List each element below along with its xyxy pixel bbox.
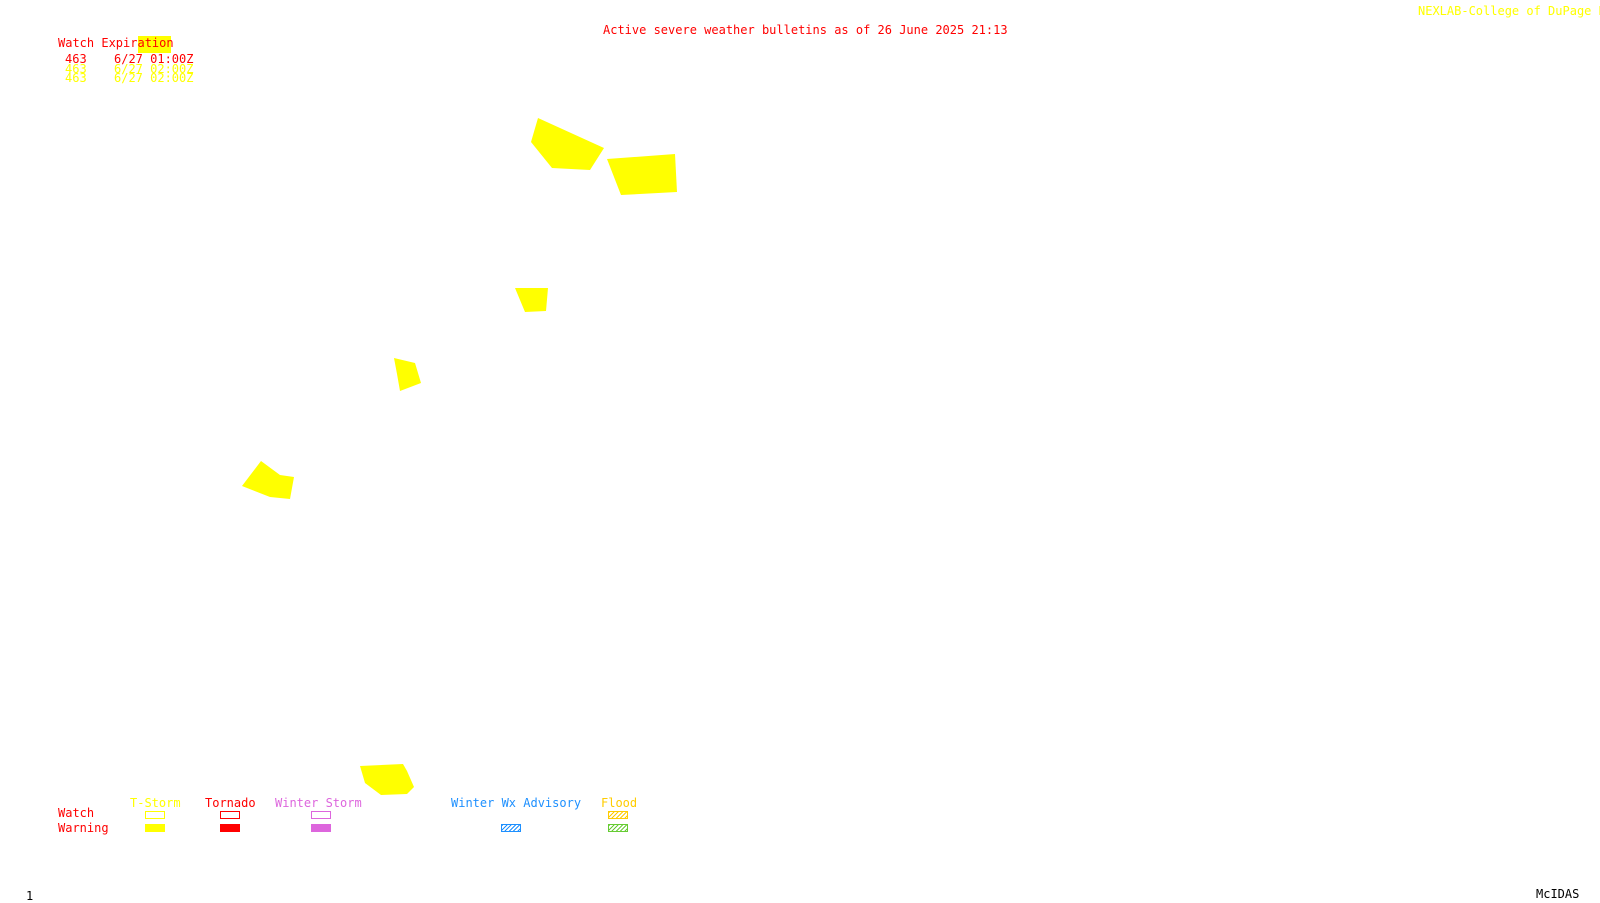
frame-number: 1 — [26, 889, 34, 903]
legend-label-tstorm: T-Storm — [130, 796, 181, 810]
tstorm-warning-swatch — [145, 824, 165, 832]
tstorm-warning-polygon[interactable] — [531, 118, 604, 170]
highlight-marker — [138, 36, 171, 53]
credit-text: NEXLAB-College of DuPage R — [1418, 4, 1600, 18]
winter-storm-warning-swatch — [311, 824, 331, 832]
flood-watch-swatch — [608, 811, 628, 819]
watch-id: 463 — [65, 71, 87, 85]
legend-label-tornado: Tornado — [205, 796, 256, 810]
watch-expires: 6/27 01:00Z — [114, 52, 194, 66]
legend-label-flood: Flood — [601, 796, 638, 810]
tstorm-warning-polygon[interactable] — [360, 764, 414, 795]
tstorm-watch-swatch — [145, 811, 165, 819]
tstorm-warning-polygon[interactable] — [242, 461, 294, 499]
winter-storm-watch-swatch — [311, 811, 331, 819]
tornado-watch-swatch — [220, 811, 240, 819]
flood-warning-swatch — [608, 824, 628, 832]
legend-watch-row-label: Watch — [58, 806, 95, 820]
bulletin-title: Active severe weather bulletins as of 26… — [603, 23, 1008, 37]
legend-label-winter-wx-advisory: Winter Wx Advisory — [451, 796, 582, 810]
tstorm-warning-polygon[interactable] — [394, 358, 421, 391]
tornado-warning-swatch — [220, 824, 240, 832]
tstorm-warning-polygon[interactable] — [515, 288, 548, 312]
watch-expires: 6/27 02:00Z — [114, 71, 194, 85]
watch-id: 463 — [65, 52, 87, 66]
watch-expiration-header: Watch Expiration — [58, 36, 174, 50]
watch-expires: 6/27 02:00Z — [114, 62, 194, 76]
software-label: McIDAS — [1536, 887, 1580, 901]
legend-warning-row-label: Warning — [58, 821, 109, 835]
winter-wx-advisory-swatch — [501, 824, 521, 832]
legend-label-winter-storm: Winter Storm — [275, 796, 362, 810]
watch-id: 463 — [65, 62, 87, 76]
tstorm-warning-polygon[interactable] — [607, 154, 677, 195]
